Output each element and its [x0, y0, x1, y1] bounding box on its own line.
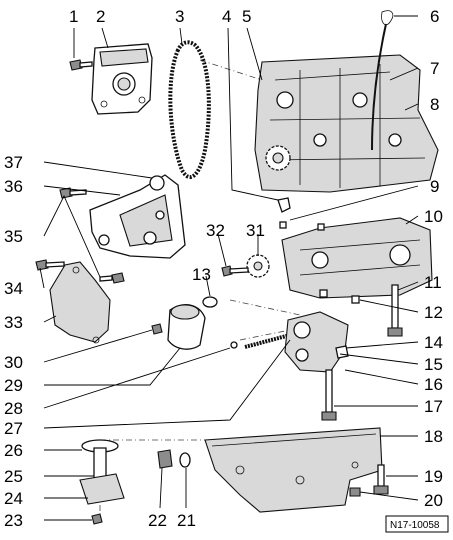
callout-20: 20	[424, 491, 443, 510]
bolt-part-1	[69, 59, 93, 71]
callout-25: 25	[4, 467, 23, 486]
callout-14: 14	[424, 333, 443, 352]
callout-5: 5	[242, 7, 251, 26]
callout-10: 10	[424, 207, 443, 226]
callout-1: 1	[69, 7, 78, 26]
callout-3: 3	[175, 7, 184, 26]
drive-shaft	[244, 333, 291, 349]
callout-31: 31	[246, 221, 265, 240]
oil-pan	[204, 427, 383, 513]
callout-30: 30	[4, 353, 23, 372]
cover-shield	[49, 261, 111, 344]
callout-34: 34	[4, 279, 23, 298]
reference-code: N17-10058	[390, 520, 440, 531]
callout-36: 36	[4, 177, 23, 196]
callout-16: 16	[424, 375, 443, 394]
callout-7: 7	[430, 59, 439, 78]
callout-33: 33	[4, 313, 23, 332]
sprocket	[246, 254, 270, 278]
o-ring-part-28	[230, 341, 238, 349]
engine-block	[254, 54, 439, 193]
oil-pump	[284, 311, 349, 373]
bolt-part-19	[373, 464, 389, 495]
callout-6: 6	[430, 7, 439, 26]
dowel-part-9	[279, 221, 325, 231]
oil-level-sensor	[79, 439, 125, 525]
callout-37: 37	[4, 153, 23, 172]
callout-4: 4	[222, 7, 231, 26]
callout-27: 27	[4, 419, 23, 438]
dipstick	[371, 10, 394, 151]
callout-13: 13	[192, 265, 211, 284]
callout-11: 11	[424, 273, 442, 292]
callout-2: 2	[96, 7, 105, 26]
bolt-part-32	[221, 265, 249, 277]
callout-19: 19	[424, 467, 443, 486]
reference-code-box: N17-10058	[385, 515, 449, 533]
callout-labels: 1 2 3 4 5 6 7 8 9 10 11 12 13 14 15 16 1…	[4, 7, 443, 530]
bolt-part-20	[349, 487, 361, 497]
callout-22: 22	[148, 511, 167, 530]
bolt-part-11	[387, 284, 403, 337]
callout-21: 21	[177, 511, 196, 530]
callout-35: 35	[4, 227, 23, 246]
callout-8: 8	[430, 95, 439, 114]
bolt-part-17	[321, 369, 337, 421]
bolt-part-34	[35, 259, 65, 271]
callout-26: 26	[4, 441, 23, 460]
oil-pickup-fitting	[151, 304, 206, 350]
timing-chain	[168, 40, 211, 179]
small-bracket-part-4	[277, 197, 291, 213]
callout-15: 15	[424, 355, 443, 374]
callout-17: 17	[424, 397, 443, 416]
leader-lines	[39, 15, 419, 521]
callout-28: 28	[4, 399, 23, 418]
drain-plug	[157, 449, 191, 469]
callout-18: 18	[424, 427, 443, 446]
callout-9: 9	[430, 177, 439, 196]
callout-23: 23	[4, 511, 23, 530]
engine-mount-bracket	[89, 174, 186, 259]
callout-12: 12	[424, 303, 443, 322]
callout-29: 29	[4, 376, 23, 395]
balance-shaft-module	[281, 217, 433, 299]
dowel-part-12	[319, 289, 360, 304]
timing-cover	[91, 43, 153, 115]
o-ring-part-13	[202, 296, 218, 308]
callout-32: 32	[206, 221, 225, 240]
callout-24: 24	[4, 489, 23, 508]
